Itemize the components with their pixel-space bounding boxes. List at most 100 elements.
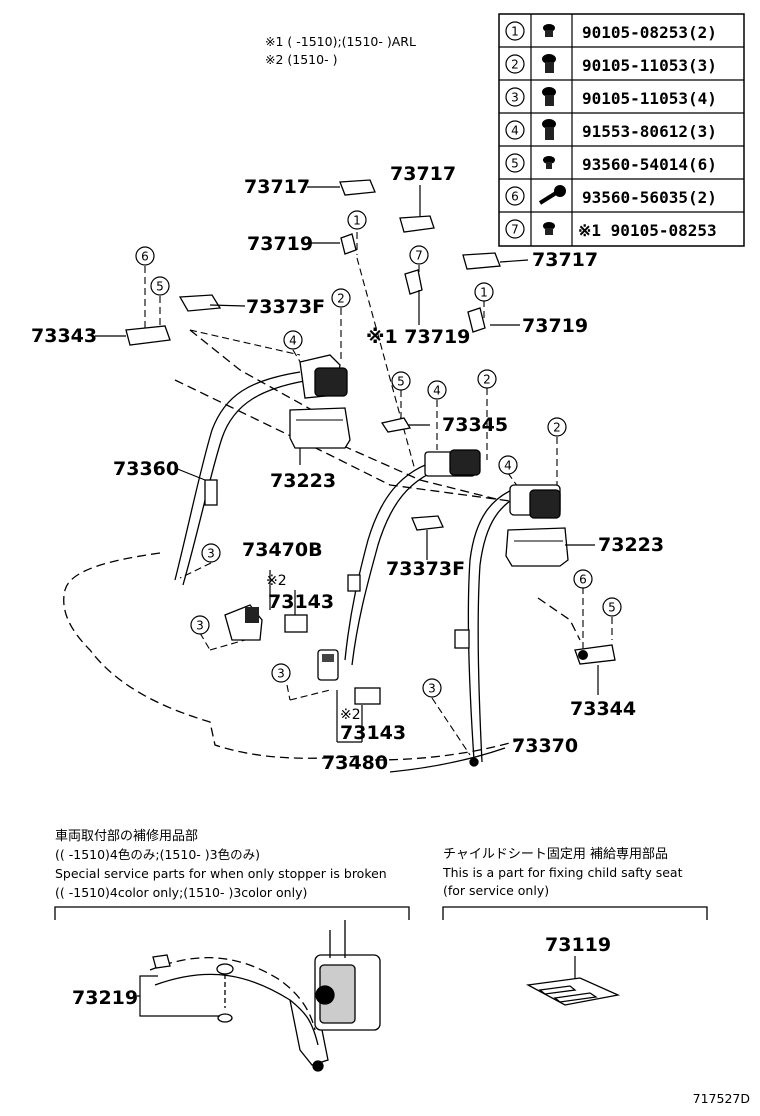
child-seat-bracket-73119 bbox=[525, 977, 621, 1006]
svg-text:5: 5 bbox=[156, 280, 164, 294]
part-73345: 73345 bbox=[442, 414, 508, 436]
right-section-en-line1: This is a part for fixing child safty se… bbox=[442, 865, 683, 880]
shoulder-bolt-icon bbox=[542, 119, 556, 140]
part-73470B: 73470B bbox=[242, 539, 323, 561]
legend-part-4: 91553-80612(3) bbox=[582, 122, 717, 141]
screw-icon bbox=[543, 156, 555, 169]
note-star2: ※2 (1510- ) bbox=[265, 52, 337, 67]
svg-text:3: 3 bbox=[277, 667, 285, 681]
part-73480: 73480 bbox=[322, 752, 388, 774]
svg-text:4: 4 bbox=[289, 334, 297, 348]
legend-num-1: 1 bbox=[511, 25, 519, 39]
svg-text:4: 4 bbox=[504, 459, 512, 473]
bolt-icon bbox=[542, 87, 556, 106]
part-73373F-a: 73373F bbox=[246, 296, 325, 318]
part-73223-b: 73223 bbox=[598, 534, 664, 556]
legend-num-5: 5 bbox=[511, 157, 519, 171]
cover-73717b bbox=[399, 215, 435, 233]
cover-73717a bbox=[339, 179, 376, 196]
legend-num-4: 4 bbox=[511, 124, 519, 138]
left-section-en-line2: (( -1510)4color only;(1510- )3color only… bbox=[55, 885, 307, 900]
legend-part-6: 93560-56035(2) bbox=[582, 188, 717, 207]
cover-73717c bbox=[462, 252, 501, 270]
stopper-detail bbox=[149, 920, 381, 1072]
leader-73219 bbox=[137, 975, 220, 1017]
right-section-jp-title: チャイルドシート固定用 補給専用部品 bbox=[443, 847, 668, 862]
legend-part-3: 90105-11053(4) bbox=[582, 89, 717, 108]
buckle-73480 bbox=[317, 649, 339, 681]
part-73143-a: 73143 bbox=[268, 591, 334, 613]
svg-text:7: 7 bbox=[415, 249, 423, 263]
legend-part-2: 90105-11053(3) bbox=[582, 56, 717, 75]
part-73373F-b: 73373F bbox=[386, 558, 465, 580]
svg-text:4: 4 bbox=[433, 384, 441, 398]
svg-text:2: 2 bbox=[553, 421, 561, 435]
plate-73373Fb bbox=[411, 515, 444, 531]
cover-73143a bbox=[284, 614, 308, 633]
legend-num-7: 7 bbox=[511, 223, 519, 237]
diagram-id: 717527D bbox=[693, 1091, 750, 1106]
svg-text:1: 1 bbox=[480, 286, 488, 300]
part-73370: 73370 bbox=[512, 735, 578, 757]
svg-text:1: 1 bbox=[353, 214, 361, 228]
svg-text:2: 2 bbox=[483, 373, 491, 387]
svg-text:3: 3 bbox=[196, 619, 204, 633]
part-73343: 73343 bbox=[31, 325, 97, 347]
anchor-73344 bbox=[574, 644, 616, 665]
svg-text:3: 3 bbox=[428, 682, 436, 696]
bolt-icon bbox=[543, 24, 555, 37]
plate-73373Fa bbox=[178, 294, 222, 312]
part-73360: 73360 bbox=[113, 458, 179, 480]
legend-num-6: 6 bbox=[511, 190, 519, 204]
legend-part-7: ※1 90105-08253 bbox=[578, 221, 717, 240]
guide-73719c bbox=[467, 307, 486, 333]
part-leaders bbox=[95, 185, 599, 773]
fastener-legend-table: 1 90105-08253(2) 2 90105-11053(3) 3 9010… bbox=[498, 13, 745, 247]
part-73219: 73219 bbox=[72, 987, 138, 1009]
legend-part-1: 90105-08253(2) bbox=[582, 23, 717, 42]
svg-text:5: 5 bbox=[397, 375, 405, 389]
left-section-en-line1: Special service parts for when only stop… bbox=[55, 866, 387, 881]
guide-73719a bbox=[340, 233, 357, 255]
right-seat-belt bbox=[454, 484, 561, 767]
star2-b: ※2 bbox=[340, 707, 361, 723]
part-73717-c: 73717 bbox=[532, 249, 598, 271]
leader-lines bbox=[144, 232, 613, 756]
right-section-bracket bbox=[442, 906, 708, 920]
bolt-icon bbox=[542, 54, 556, 73]
svg-text:3: 3 bbox=[207, 547, 215, 561]
ref-circles bbox=[135, 210, 622, 698]
buckle-73470B bbox=[224, 604, 263, 641]
left-section-jp-title: 車両取付部の補修用品部 bbox=[55, 829, 198, 844]
svg-text:6: 6 bbox=[579, 573, 587, 587]
left-section-bracket bbox=[54, 906, 410, 920]
part-73719-c: 73719 bbox=[522, 315, 588, 337]
box-73223b bbox=[505, 527, 569, 567]
anchor-73345 bbox=[380, 417, 412, 433]
part-73223-a: 73223 bbox=[270, 470, 336, 492]
part-73719-b: ※1 73719 bbox=[366, 326, 470, 348]
star2-a: ※2 bbox=[266, 573, 287, 589]
bolt-icon bbox=[543, 222, 555, 235]
right-section-en-line2: (for service only) bbox=[443, 883, 549, 898]
center-seat-belt bbox=[344, 449, 481, 666]
box-73223a bbox=[289, 407, 351, 449]
part-73717-a: 73717 bbox=[244, 176, 310, 198]
part-73119: 73119 bbox=[545, 934, 611, 956]
guide-73719b bbox=[404, 269, 423, 295]
part-73344: 73344 bbox=[570, 698, 636, 720]
anchor-73343 bbox=[125, 325, 171, 346]
note-star1: ※1 ( -1510);(1510- )ARL bbox=[265, 34, 416, 49]
cover-73143b bbox=[354, 687, 381, 705]
left-section-jp-line2: (( -1510)4色のみ;(1510- )3色のみ) bbox=[55, 847, 260, 862]
legend-num-2: 2 bbox=[511, 58, 519, 72]
svg-text:2: 2 bbox=[337, 292, 345, 306]
part-73717-b: 73717 bbox=[390, 163, 456, 185]
left-seat-belt bbox=[174, 354, 348, 586]
legend-part-5: 93560-54014(6) bbox=[582, 155, 717, 174]
svg-text:6: 6 bbox=[141, 250, 149, 264]
part-73719-a: 73719 bbox=[247, 233, 313, 255]
part-73143-b: 73143 bbox=[340, 722, 406, 744]
